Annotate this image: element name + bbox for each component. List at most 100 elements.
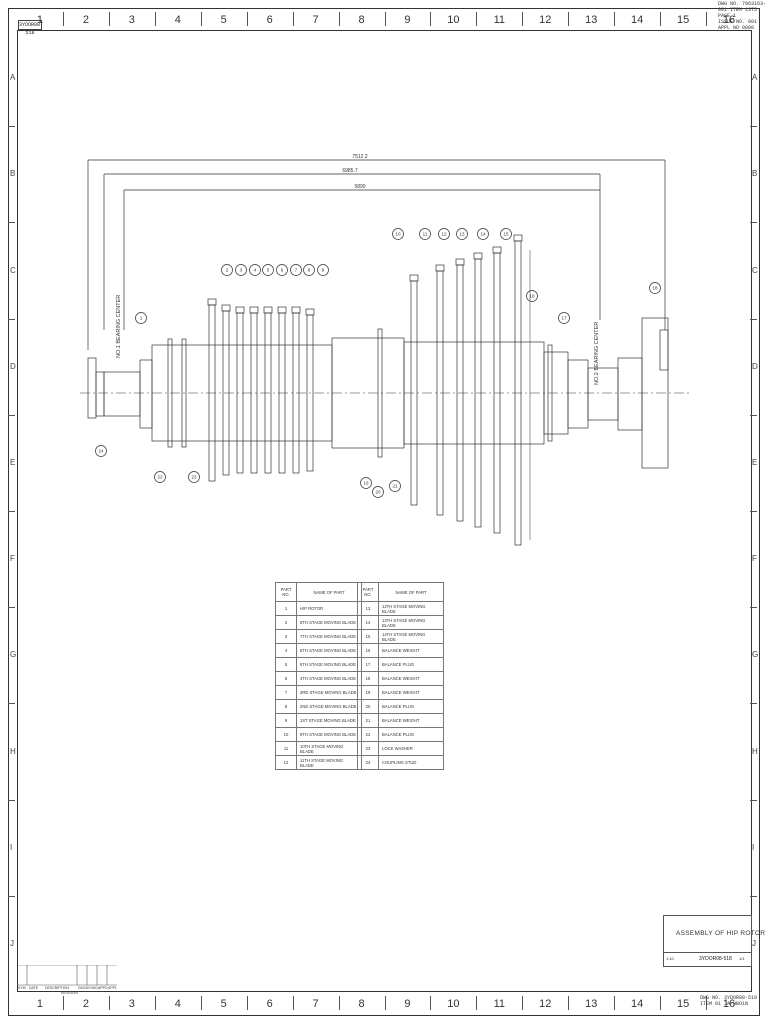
sheet-number: 1/1: [739, 956, 745, 961]
bottom-stamp: DWG NO. 3YDOR08-518 ITEM 01 JA-HBO1N: [700, 995, 757, 1007]
part-number: 22: [357, 727, 379, 742]
zone-tick: [750, 126, 757, 128]
part-number: 6: [275, 671, 297, 686]
balance-disc: [167, 338, 173, 448]
part-balloon-label: 8: [308, 268, 311, 273]
corner-drawing-number: 3YDOR08-518: [18, 20, 44, 36]
part-number: 8: [275, 699, 297, 714]
zone-number: 5: [220, 998, 227, 1010]
zone-number: 13: [585, 14, 598, 26]
part-balloon: [303, 264, 315, 276]
balance-disc: [377, 328, 383, 458]
zone-tick: [200, 12, 202, 26]
zone-letter: C: [10, 265, 16, 275]
zone-tick: [568, 996, 570, 1010]
part-balloon-label: 6: [281, 268, 284, 273]
part-balloon: [188, 471, 200, 483]
zone-letter: G: [10, 650, 17, 660]
part-balloon-label: 11: [423, 232, 428, 237]
dimension-middle: 6985.7: [342, 168, 358, 174]
part-number: 15: [357, 629, 379, 644]
zone-tick: [154, 12, 156, 26]
zone-number: 11: [493, 14, 506, 26]
part-balloon-label: 18: [652, 286, 658, 291]
revision-appd-header: APPD: [98, 986, 108, 990]
zone-tick: [62, 996, 64, 1010]
part-balloon: [221, 264, 233, 276]
zone-number: 6: [266, 998, 273, 1010]
zone-tick: [522, 12, 524, 26]
zone-letter: F: [752, 554, 757, 564]
zone-tick: [750, 414, 757, 416]
part-number: 19: [357, 685, 379, 700]
part-balloon: [262, 264, 274, 276]
zone-letter: A: [10, 73, 16, 83]
zone-tick: [750, 799, 757, 801]
part-number: 9: [275, 713, 297, 728]
zone-tick: [8, 222, 15, 224]
part-number: 14: [357, 615, 379, 630]
part-name: BALANCE WEIGHT: [378, 643, 444, 658]
zone-number: 1: [36, 14, 44, 26]
balance-disc: [181, 338, 187, 448]
scale-value: 1:10: [666, 956, 674, 961]
revision-date-header: DATE: [29, 986, 39, 990]
zone-tick: [108, 12, 110, 26]
part-balloon: [317, 264, 329, 276]
part-balloon: [372, 486, 384, 498]
part-name: BALANCE PLUG: [378, 657, 444, 672]
zone-tick: [614, 12, 616, 26]
zone-tick: [8, 895, 15, 897]
part-balloon: [438, 228, 450, 240]
blade-shroud: [249, 306, 259, 314]
part-no-header: PART NO.: [357, 582, 379, 602]
part-name: BALANCE WEIGHT: [378, 685, 444, 700]
zone-number: 10: [447, 998, 460, 1010]
blade-shroud: [435, 264, 445, 272]
revision-description-header: DESCRIPTION: [45, 986, 69, 990]
part-balloon: [249, 264, 261, 276]
zone-letter: J: [752, 938, 756, 948]
bearing-center-label-right: NO.2 BEARING CENTER: [594, 322, 600, 385]
part-name: BALANCE WEIGHT: [378, 671, 444, 686]
zone-tick: [384, 996, 386, 1010]
zone-tick: [750, 318, 757, 320]
part-number: 21: [357, 713, 379, 728]
zone-number: 15: [676, 14, 690, 26]
zone-number: 7: [312, 14, 319, 26]
bottom-stamp-line: ITEM 01 JA-HBO1N: [700, 1001, 749, 1007]
zone-letter: G: [752, 650, 759, 660]
zone-tick: [384, 12, 386, 26]
part-number: 13: [357, 601, 379, 616]
zone-tick: [750, 607, 757, 609]
revision-dsgd-header: DSGD: [78, 986, 89, 990]
part-balloon-label: 23: [191, 475, 197, 480]
part-name: 12TH STAGE MOVING BLADE: [378, 601, 444, 616]
part-balloon-label: 4: [254, 268, 257, 273]
blade-shroud: [263, 306, 273, 314]
part-number: 24: [357, 755, 379, 770]
title-block-drawing-row: 1:10 3YDOR08-518 1/1: [663, 952, 752, 967]
part-balloon: [135, 312, 147, 324]
part-balloon: [389, 480, 401, 492]
part-balloon-label: 21: [392, 484, 398, 489]
zone-tick: [292, 12, 294, 26]
part-balloon-label: 1: [140, 316, 143, 321]
zone-number: 16: [722, 998, 736, 1010]
zone-letter: B: [10, 169, 16, 179]
zone-number: 14: [631, 998, 644, 1010]
zone-tick: [292, 996, 294, 1010]
part-balloon-label: 24: [98, 449, 104, 454]
zone-tick: [8, 414, 15, 416]
part-balloon: [500, 228, 512, 240]
